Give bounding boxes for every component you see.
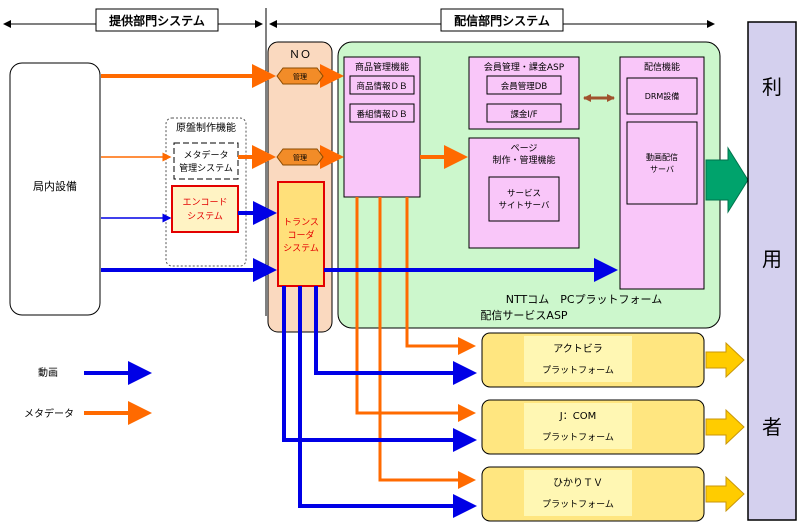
- platform-label-panel: [524, 336, 632, 382]
- manage-tag-2-label: 管理: [293, 153, 307, 162]
- encode-system-line2: システム: [187, 211, 223, 222]
- encode-system-box: [171, 185, 239, 233]
- user-char-1: 利: [762, 75, 782, 99]
- station-equipment-box: [9, 62, 101, 316]
- platform-jcom: J：COM プラットフォーム: [481, 399, 705, 455]
- station-equipment-label: 局内設備: [33, 179, 77, 193]
- user-char-3: 者: [762, 415, 782, 439]
- site-server-line2: サイトサーバ: [499, 201, 550, 211]
- platform-label-panel: [524, 403, 632, 449]
- encode-system-line1: エンコード: [182, 198, 227, 208]
- manage-tag-1-label: 管理: [293, 72, 307, 81]
- header: 提供部門システム 配信部門システム: [3, 8, 715, 316]
- video-server-line1: 動画配信: [646, 152, 678, 162]
- platform-caption-line1: NTTコム PCプラットフォーム: [506, 293, 662, 306]
- platform-name: アクトビラ: [553, 343, 603, 355]
- drm-label: DRM設備: [645, 91, 680, 101]
- no-column-title: ＮＯ: [289, 48, 311, 61]
- page-management-title-2: 制作・管理機能: [492, 154, 555, 166]
- product-db-label: 商品情報ＤＢ: [356, 81, 407, 92]
- product-db-box: [349, 75, 415, 95]
- platform-label-panel: [524, 470, 632, 516]
- platform-actvila: アクトビラ プラットフォーム: [481, 332, 705, 388]
- site-server-box: [488, 176, 560, 222]
- video-arrow-to-jcom: [282, 286, 477, 452]
- program-db-box: [349, 103, 415, 123]
- product-management-title: 商品管理機能: [355, 61, 409, 73]
- platform-to-user-arrow-3: [705, 475, 745, 513]
- user-column: [747, 21, 797, 521]
- site-server-line1: サービス: [507, 189, 541, 199]
- provider-label-box: [95, 8, 219, 32]
- platform-to-user-arrow-2: [705, 408, 745, 446]
- transcoder-line3: システム: [283, 243, 319, 254]
- metadata-arrow-to-actvila: [405, 197, 476, 355]
- video-arrow-to-actvila: [314, 286, 477, 385]
- master-production-title: 原盤制作機能: [176, 121, 236, 134]
- manage-tag-2: [276, 148, 324, 166]
- billing-if-label: 課金I/F: [510, 109, 537, 120]
- platform-hikari-tv: ひかりＴＶ プラットフォーム: [481, 466, 705, 522]
- member-db-label: 会員管理DB: [501, 81, 548, 92]
- video-arrow-to-hikari: [298, 286, 477, 518]
- metadata-system-box: [173, 142, 239, 180]
- drm-box: [626, 77, 698, 115]
- transcoder-box: [277, 181, 325, 287]
- platform-name: ひかりＴＶ: [553, 477, 603, 489]
- platform-sub: プラットフォーム: [542, 365, 614, 376]
- platform-name: J：COM: [559, 411, 596, 422]
- user-char-2: 用: [762, 247, 782, 271]
- member-management-title: 会員管理・課金ASP: [484, 61, 565, 73]
- transcoder-line1: トランス: [283, 217, 319, 228]
- delivery-to-user-arrow: [705, 146, 749, 214]
- provider-system-label: 提供部門システム: [109, 13, 205, 28]
- metadata-system-line1: メタデータ: [183, 149, 228, 161]
- video-server-line2: サーバ: [650, 165, 674, 174]
- metadata-arrow-to-hikari: [378, 197, 476, 489]
- page-management-title-1: ページ: [511, 144, 538, 154]
- metadata-system-line2: 管理システム: [179, 162, 233, 174]
- manage-tag-1: [276, 67, 324, 85]
- platform-caption-line2: 配信サービスASP: [480, 309, 568, 322]
- delivery-system-label: 配信部門システム: [454, 13, 550, 28]
- member-db-box: [486, 75, 562, 95]
- platform-sub: プラットフォーム: [542, 499, 614, 510]
- platform-to-user-arrow-1: [705, 341, 745, 379]
- delivery-function-title: 配信機能: [644, 61, 680, 73]
- platform-sub: プラットフォーム: [542, 432, 614, 443]
- delivery-label-box: [440, 8, 564, 32]
- program-db-label: 番組情報ＤＢ: [356, 109, 407, 120]
- legend-video-label: 動画: [38, 366, 58, 379]
- billing-if-box: [486, 103, 562, 123]
- legend: 動画 メタデータ: [24, 361, 152, 425]
- video-server-box: [626, 121, 698, 205]
- master-production-box: [165, 117, 247, 267]
- legend-metadata-label: メタデータ: [24, 407, 74, 420]
- transcoder-line2: コーダ: [287, 229, 314, 241]
